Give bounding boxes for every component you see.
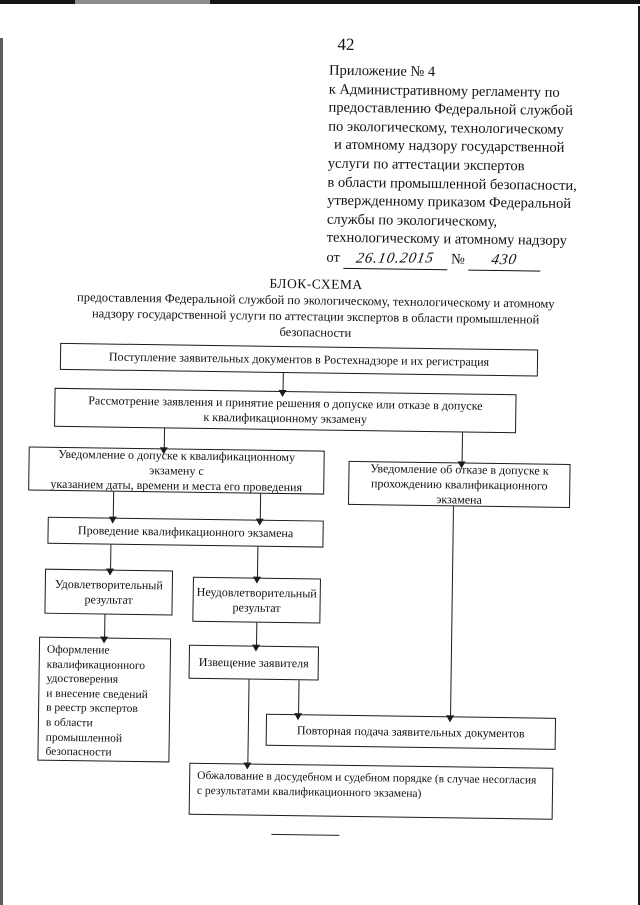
arrow-review-to-refusal [461, 432, 464, 463]
arrow-notify-to-resubmission [298, 680, 300, 715]
arrow-exam-to-satisfactory [110, 544, 112, 570]
arrow-exam-to-unsatisfactory [256, 546, 259, 578]
arrow-refusal-to-resubmission [450, 506, 455, 717]
scan-edge-top [0, 0, 640, 4]
arrow-review-to-admission [163, 428, 166, 449]
flow-box-resubmission: Повторная подача заявительных документов [265, 713, 557, 750]
arrow-satisfactory-to-certificate [104, 614, 106, 638]
scan-edge-top-gray [75, 0, 210, 4]
flow-box-certificate-registry: Оформление квалификационного удостоверен… [37, 636, 172, 763]
arrow-receipt-to-review [282, 372, 285, 391]
flow-box-receipt: Поступление заявительных документов в Ро… [59, 342, 539, 377]
arrow-admission-to-exam-right [259, 493, 262, 520]
flow-box-unsatisfactory-result: Неудовлетворительный результат [192, 576, 321, 624]
arrow-unsatisfactory-to-notify [256, 622, 258, 646]
footnote-rule [271, 833, 340, 837]
scan-edge-left [0, 38, 3, 905]
flow-box-admission-notice: Уведомление о допуске к квалификационном… [28, 446, 325, 495]
flow-box-exam: Проведение квалификационного экзамена [47, 516, 324, 548]
arrow-notify-to-appeal [247, 679, 250, 764]
scan-edge-right [638, 6, 640, 905]
flow-box-appeal: Обжалование в досудебном и судебном поря… [188, 762, 554, 820]
flow-box-satisfactory-result: Удовлетворительный результат [44, 568, 174, 616]
arrow-admission-to-exam-left [112, 491, 115, 518]
